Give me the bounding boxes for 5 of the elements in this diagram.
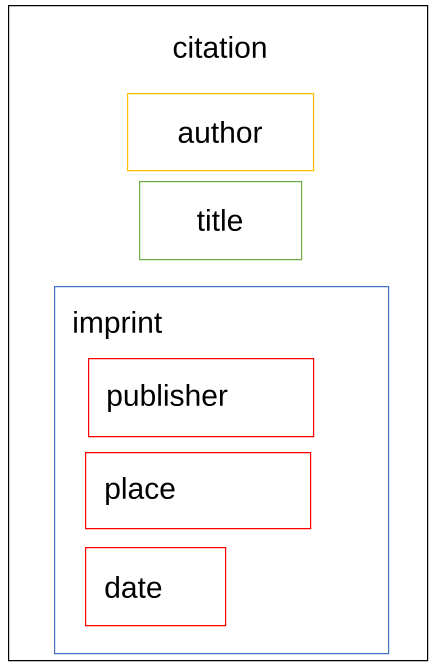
box: date	[85, 547, 226, 626]
box: title	[139, 181, 302, 260]
box: author	[127, 93, 314, 172]
box: publisher	[88, 358, 314, 438]
box: place	[85, 452, 312, 530]
